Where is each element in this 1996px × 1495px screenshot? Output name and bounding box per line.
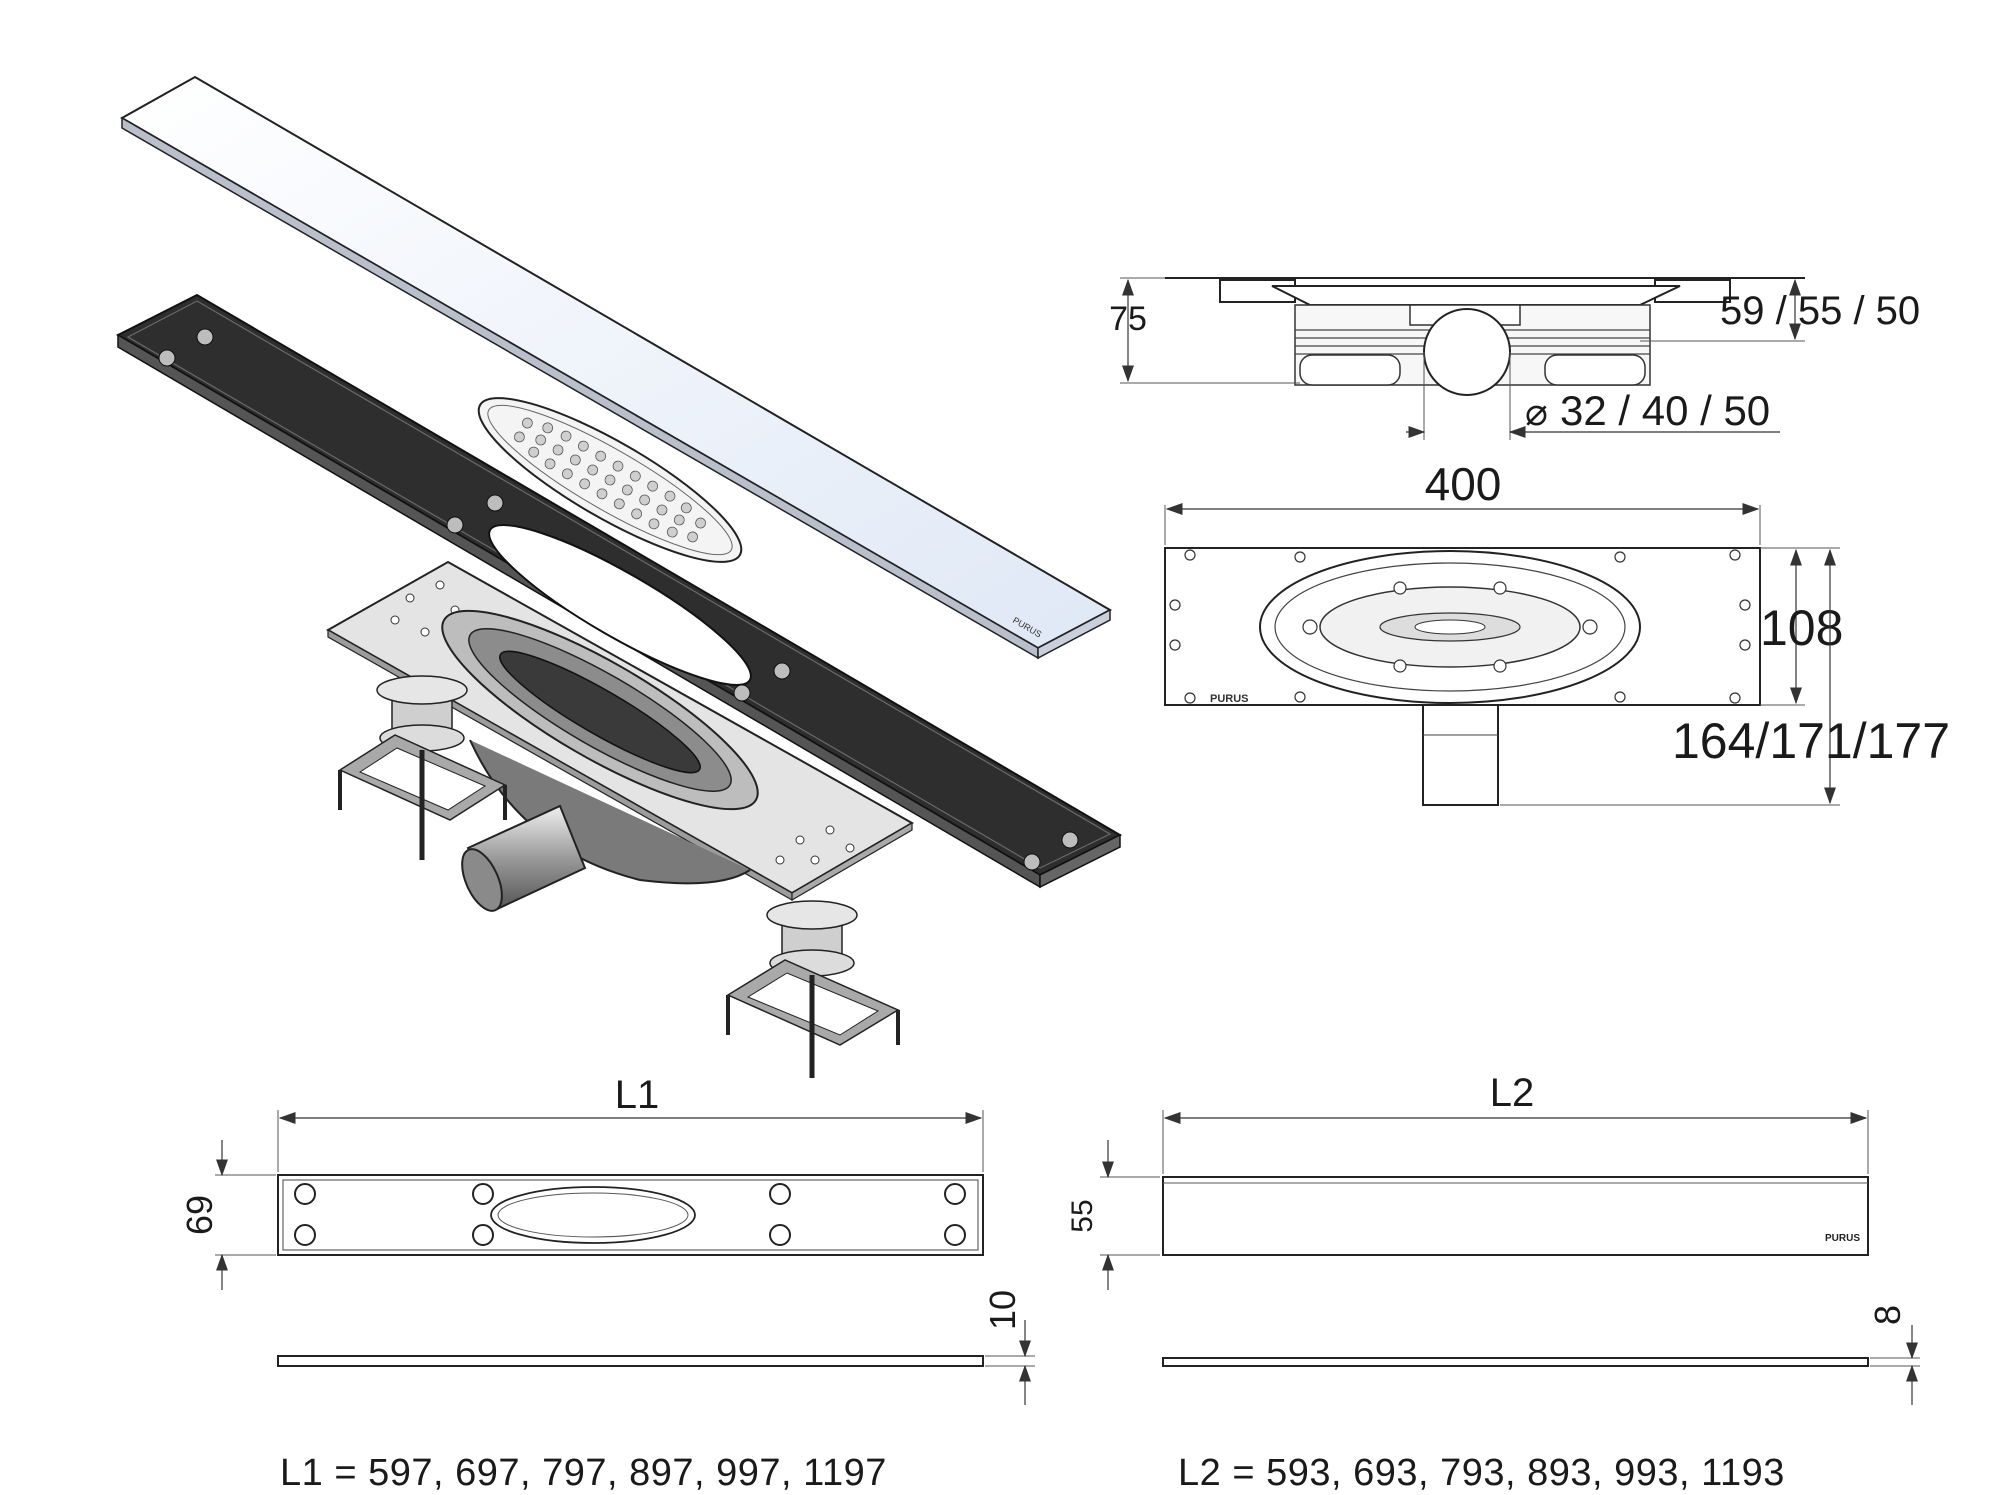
l2-formula: L2 = 593, 693, 793, 893, 993, 1193 [1178, 1452, 1785, 1494]
cover-width-label: 55 [1066, 1199, 1099, 1232]
height-options-label: 59 / 55 / 50 [1720, 289, 1920, 333]
leveling-foot-left [338, 675, 507, 860]
top-view: PURUS 400 108 164/171/177 [1164, 458, 1950, 806]
frame-width-label: 69 [179, 1195, 220, 1235]
frame-view: L1 69 10 [179, 1073, 1035, 1405]
top-depth-label: 108 [1760, 600, 1843, 656]
total-depth-label: 164/171/177 [1672, 713, 1950, 769]
diameter-symbol: ⌀ [1525, 392, 1548, 434]
frame-length-label: L1 [615, 1073, 660, 1117]
outlet-diameter-label: 32 / 40 / 50 [1560, 387, 1770, 434]
side-view: 75 59 / 55 / 50 ⌀ 32 / 40 / 50 [1109, 277, 1920, 440]
top-width-label: 400 [1425, 458, 1502, 510]
frame-strip [115, 293, 1123, 889]
cover-view: PURUS L2 55 8 [1066, 1071, 1920, 1405]
frame-thickness-label: 10 [982, 1290, 1023, 1330]
leveling-foot-right [726, 900, 900, 1078]
cover-strip: PURUS [119, 75, 1113, 660]
isometric-view: PURUS [115, 75, 1123, 1078]
l1-formula: L1 = 597, 697, 797, 897, 997, 1197 [280, 1452, 887, 1494]
cover-view-brand-mark: PURUS [1825, 1233, 1860, 1244]
top-view-brand-mark: PURUS [1210, 693, 1249, 705]
drain-body [441, 609, 759, 912]
cover-length-label: L2 [1490, 1071, 1535, 1115]
oval-grate [477, 397, 743, 563]
side-height-label: 75 [1109, 300, 1147, 338]
cover-thickness-label: 8 [1867, 1305, 1908, 1325]
